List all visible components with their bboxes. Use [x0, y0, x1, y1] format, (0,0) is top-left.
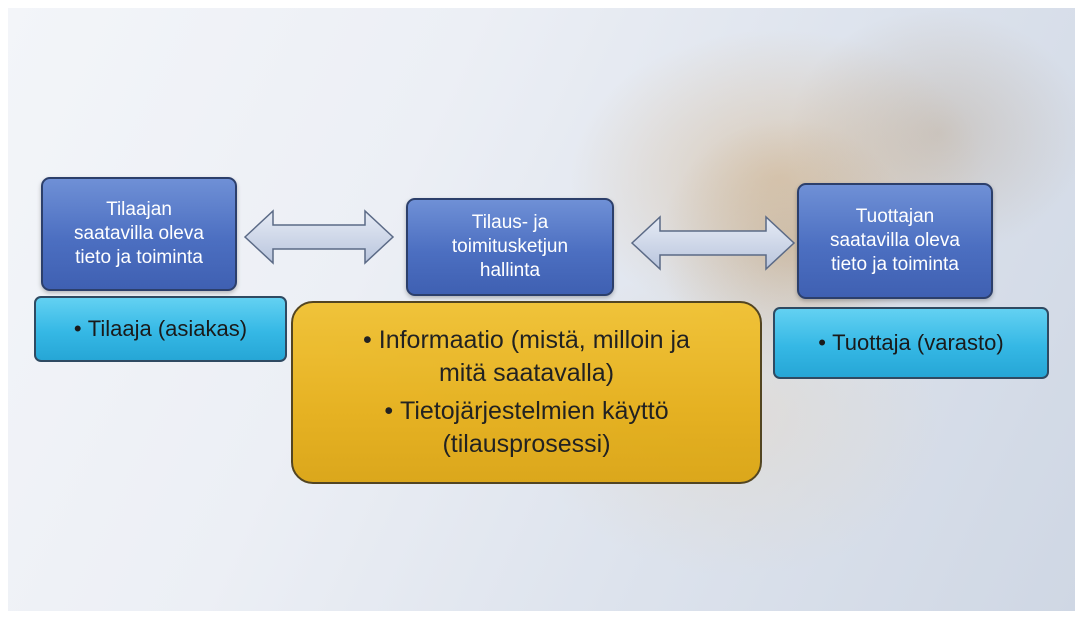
node-text: tieto ja toiminta [75, 247, 203, 268]
node-text: hallinta [479, 260, 541, 281]
node-text: Tilaus- ja [471, 212, 549, 233]
producer-detail-box: • Tuottaja (varasto) [773, 307, 1049, 379]
left-double-arrow-icon [243, 209, 395, 265]
detail-bullet: • [363, 326, 372, 354]
node-text: Tuottajan [855, 206, 935, 227]
detail-text: Tuottaja (varasto) [832, 330, 1004, 355]
right-double-arrow-icon [630, 215, 796, 271]
detail-text: Tilaaja (asiakas) [87, 316, 248, 341]
node-text: toimitusketjun [451, 236, 569, 257]
customer-info-node: Tilaajan saatavilla oleva tieto ja toimi… [41, 177, 237, 291]
supply-chain-node: Tilaus- ja toimitusketjun hallinta [406, 198, 614, 296]
customer-detail-box: • Tilaaja (asiakas) [34, 296, 287, 362]
detail-text: Informaatio (mistä, milloin ja [378, 326, 690, 354]
detail-text: Tietojärjestelmien käyttö [400, 397, 669, 425]
node-text: Tilaajan [106, 199, 172, 220]
detail-item: • Tietojärjestelmien käyttö (tilausprose… [384, 395, 668, 461]
node-text: saatavilla oleva [74, 223, 204, 244]
producer-info-node: Tuottajan saatavilla oleva tieto ja toim… [797, 183, 993, 299]
supply-chain-detail-box: • Informaatio (mistä, milloin ja mitä sa… [291, 301, 762, 484]
detail-bullet: • [73, 316, 82, 341]
detail-text-continued: (tilausprosessi) [442, 430, 611, 458]
node-text: saatavilla oleva [830, 230, 960, 251]
detail-bullet: • [384, 397, 394, 425]
node-text: tieto ja toiminta [831, 254, 959, 275]
detail-bullet: • [818, 330, 826, 355]
detail-text-continued: mitä saatavalla) [438, 359, 615, 387]
detail-item: • Informaatio (mistä, milloin ja mitä sa… [363, 324, 690, 390]
